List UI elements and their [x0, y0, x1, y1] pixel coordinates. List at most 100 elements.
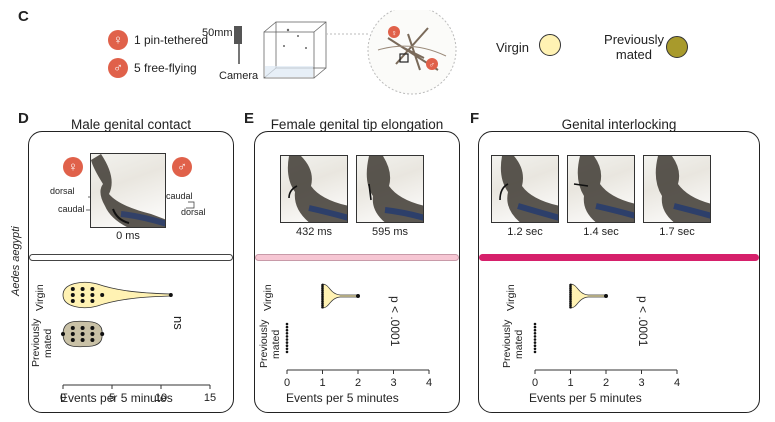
panel-e-virgin-point-0 [321, 283, 324, 287]
panel-d-color-bar [29, 254, 233, 261]
panel-e-mated-point-0 [285, 322, 289, 326]
video-frame-e1 [280, 155, 348, 223]
panel-d-ylabel-mated-2: mated [42, 328, 54, 358]
panel-f-virgin-point-7 [569, 296, 572, 300]
panel-e-virgin-point-10 [321, 302, 324, 305]
panel-d-stat: ns [171, 316, 186, 330]
panel-e-stat: p < .0001 [388, 296, 402, 347]
panel-d-tick-label-1: 5 [109, 392, 115, 404]
video-frame-f2 [567, 155, 635, 223]
panel-d-mated-point-8 [70, 338, 75, 342]
panel-d-virgin-point-2 [90, 287, 95, 291]
arena-illustration: ♀ ♂ [234, 10, 457, 95]
video-frame-f1 [491, 155, 559, 223]
panel-e-mated-point-2 [285, 328, 289, 332]
panel-d-tick-label-0: 0 [60, 392, 66, 404]
panel-e-tick-label-4: 4 [426, 377, 432, 389]
panel-e-virgin-point-3 [321, 289, 324, 292]
panel-e-ylabel-virgin: Virgin [262, 284, 274, 311]
panel-f-virgin-point-2 [569, 287, 572, 290]
lens-label: 50mm [202, 27, 233, 39]
panel-e-mated-point-4 [285, 335, 289, 338]
panel-d-mated-point-7 [100, 332, 105, 336]
species-label: Aedes aegypti [10, 226, 22, 296]
panel-f-virgin-point-5 [569, 292, 572, 296]
panel-d-mated-point-2 [90, 326, 95, 330]
panel-d [28, 131, 234, 413]
motion-arrow-icon [573, 183, 589, 187]
camera-icon [234, 26, 242, 64]
panel-e-virgin-point-4 [321, 291, 324, 294]
panel-f-ylabel-mated-2: mated [513, 329, 525, 359]
panel-e-virgin-point-8 [321, 298, 324, 302]
panel-d-mated-point-5 [80, 332, 85, 336]
panel-e-ylabel-mated-1: Previously [258, 319, 270, 368]
panel-d-virgin-point-0 [70, 287, 75, 291]
panel-d-virgin-point-3 [70, 293, 75, 297]
panel-e-mated-point-7 [285, 344, 289, 347]
camera-label: Camera [219, 70, 259, 82]
panel-f-tick-label-4: 4 [674, 377, 680, 389]
panel-e-virgin-point-9 [321, 300, 324, 303]
panel-f-virgin-point-9 [569, 300, 572, 303]
panel-e-ylabel-mated-2: mated [270, 329, 282, 359]
panel-e-tick-label-2: 2 [355, 377, 361, 389]
panel-letter-c: C [18, 8, 29, 25]
panel-f-mated-point-0 [533, 322, 537, 326]
male-symbol-icon: ♂ [108, 58, 128, 78]
panel-d-tick-label-2: 10 [155, 392, 167, 404]
frame-label-e2: 595 ms [371, 226, 409, 238]
panel-f-virgin-violin [570, 283, 607, 309]
panel-e-virgin-point-1 [321, 285, 324, 289]
motion-arrow-icon [288, 185, 298, 199]
panel-d-virgin-point-7 [70, 299, 75, 303]
panel-f-mated-point-9 [533, 350, 537, 354]
mated-legend-label-1: Previously [604, 32, 664, 47]
frame-label-e1: 432 ms [295, 226, 333, 238]
motion-arrow-icon [368, 183, 372, 201]
panel-d-virgin-point-5 [90, 293, 95, 297]
panel-e-mated-point-1 [285, 325, 289, 329]
panel-d-xlabel: Events per 5 minutes [60, 391, 173, 405]
panel-f-title: Genital interlocking [561, 117, 677, 132]
panel-d-mated-point-10 [90, 338, 95, 342]
orient-right-dorsal: dorsal [181, 207, 206, 217]
panel-f-virgin-point-8 [569, 298, 572, 302]
panel-e-tick-label-3: 3 [390, 377, 396, 389]
motion-arrow-icon [499, 183, 509, 201]
panel-f-mated-point-6 [533, 341, 537, 344]
panel-f-tick-label-3: 3 [638, 377, 644, 389]
panel-f-tick-label-0: 0 [532, 377, 538, 389]
panel-e-mated-point-9 [285, 350, 289, 354]
panel-f-virgin-point-4 [569, 291, 572, 294]
panel-f-mated-point-4 [533, 335, 537, 338]
zoom-circle-icon: ♀ ♂ [367, 10, 457, 95]
panel-f-color-bar [479, 254, 759, 261]
panel-f-mated-point-3 [533, 332, 537, 335]
panel-d-ylabel-virgin: Virgin [34, 284, 46, 311]
panel-e-title: Female genital tip elongation [270, 117, 444, 132]
panel-letter-e: E [244, 110, 255, 127]
panel-e-virgin-point-12 [321, 305, 324, 309]
panel-d-female-icon: ♀ [63, 157, 83, 177]
frame-label-f3: 1.7 sec [659, 226, 695, 238]
panel-f-mated-point-7 [533, 344, 537, 347]
panel-d-ylabel-mated-1: Previously [30, 318, 42, 367]
motion-arrow-icon [112, 208, 130, 224]
panel-e-virgin-violin [322, 283, 359, 309]
panel-f-mated-point-8 [533, 347, 537, 351]
panel-e-tick-label-0: 0 [284, 377, 290, 389]
panel-f-virgin-point-12 [569, 305, 572, 309]
female-symbol-icon: ♀ [108, 30, 128, 50]
panel-e-virgin-point-5 [321, 292, 324, 296]
panel-f-tick-label-2: 2 [603, 377, 609, 389]
panel-f-mated-point-5 [533, 338, 537, 341]
legend-male-label: 5 free-flying [134, 61, 197, 75]
panel-d-mated-point-1 [80, 326, 85, 330]
panel-d-mated-point-0 [70, 326, 75, 330]
panel-e-virgin-point-2 [321, 287, 324, 290]
frame-label-f2: 1.4 sec [583, 226, 619, 238]
panel-e-mated-point-5 [285, 338, 289, 341]
